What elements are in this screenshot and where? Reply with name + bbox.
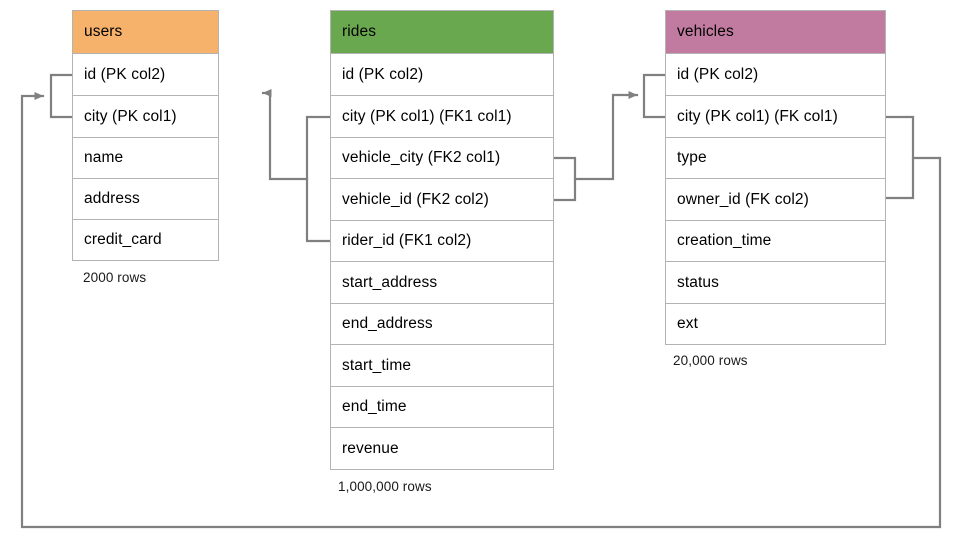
entity-vehicles-header: vehicles [665, 10, 886, 54]
field-label: start_time [342, 356, 412, 374]
field-users-credit-card[interactable]: credit_card [72, 220, 219, 261]
vehicles-left-bracket [642, 73, 667, 119]
field-label: ext [677, 315, 698, 332]
field-vehicles-owner-id[interactable]: owner_id (FK col2) [665, 179, 886, 221]
field-rides-start-time[interactable]: start_time [330, 345, 554, 387]
field-label: owner_id (FK col2) [677, 190, 809, 208]
field-rides-revenue[interactable]: revenue [330, 428, 554, 470]
field-label: rider_id (FK1 col2) [342, 232, 472, 249]
field-users-address[interactable]: address [72, 179, 219, 220]
entity-rides[interactable]: rides id (PK col2) city (PK col1) (FK1 c… [330, 10, 554, 470]
field-vehicles-status[interactable]: status [665, 262, 886, 304]
users-left-bracket [49, 73, 74, 119]
field-users-city[interactable]: city (PK col1) [72, 96, 219, 138]
field-label: vehicle_city (FK2 col1) [342, 149, 501, 166]
entity-users-title: users [84, 23, 123, 40]
field-label: city (PK col1) (FK col1) [677, 107, 838, 125]
field-label: vehicle_id (FK2 col2) [342, 190, 489, 208]
field-users-id[interactable]: id (PK col2) [72, 54, 219, 96]
field-label: credit_card [84, 231, 162, 248]
field-rides-vehicle-city[interactable]: vehicle_city (FK2 col1) [330, 138, 554, 179]
field-rides-end-address[interactable]: end_address [330, 304, 554, 345]
entity-rides-title: rides [342, 23, 377, 40]
field-rides-end-time[interactable]: end_time [330, 387, 554, 428]
entity-vehicles[interactable]: vehicles id (PK col2) city (PK col1) (FK… [665, 10, 886, 345]
field-label: creation_time [677, 232, 772, 249]
field-label: end_time [342, 398, 407, 415]
vehicles-right-bracket [884, 115, 915, 200]
field-label: name [84, 149, 124, 166]
field-label: id (PK col2) [342, 65, 424, 83]
rel-rides-to-users [261, 89, 309, 181]
field-rides-vehicle-id[interactable]: vehicle_id (FK2 col2) [330, 179, 554, 221]
field-rides-city[interactable]: city (PK col1) (FK1 col1) [330, 96, 554, 138]
rides-vehicle-bracket [552, 156, 577, 202]
field-label: address [84, 190, 140, 207]
field-vehicles-ext[interactable]: ext [665, 304, 886, 345]
field-label: id (PK col2) [84, 65, 166, 83]
entity-rides-header: rides [330, 10, 554, 54]
field-vehicles-creation-time[interactable]: creation_time [665, 221, 886, 262]
field-label: city (PK col1) [84, 107, 177, 125]
field-users-name[interactable]: name [72, 138, 219, 179]
field-label: city (PK col1) (FK1 col1) [342, 107, 512, 125]
field-vehicles-type[interactable]: type [665, 138, 886, 179]
rides-rider-bracket [305, 115, 332, 243]
field-label: start_address [342, 273, 438, 291]
field-vehicles-city[interactable]: city (PK col1) (FK col1) [665, 96, 886, 138]
entity-vehicles-title: vehicles [677, 23, 734, 40]
users-row-count: 2000 rows [83, 270, 147, 285]
field-label: end_address [342, 315, 433, 332]
vehicles-row-count: 20,000 rows [673, 353, 748, 368]
entity-users-header: users [72, 10, 219, 54]
field-vehicles-id[interactable]: id (PK col2) [665, 54, 886, 96]
field-rides-start-address[interactable]: start_address [330, 262, 554, 304]
field-rides-id[interactable]: id (PK col2) [330, 54, 554, 96]
entity-users[interactable]: users id (PK col2) city (PK col1) name a… [72, 10, 219, 261]
field-label: id (PK col2) [677, 65, 759, 83]
field-label: type [677, 149, 707, 166]
field-label: status [677, 273, 719, 291]
field-rides-rider-id[interactable]: rider_id (FK1 col2) [330, 221, 554, 262]
rel-rides-to-vehicles [573, 91, 639, 181]
field-label: revenue [342, 439, 399, 457]
rides-row-count: 1,000,000 rows [338, 479, 432, 494]
